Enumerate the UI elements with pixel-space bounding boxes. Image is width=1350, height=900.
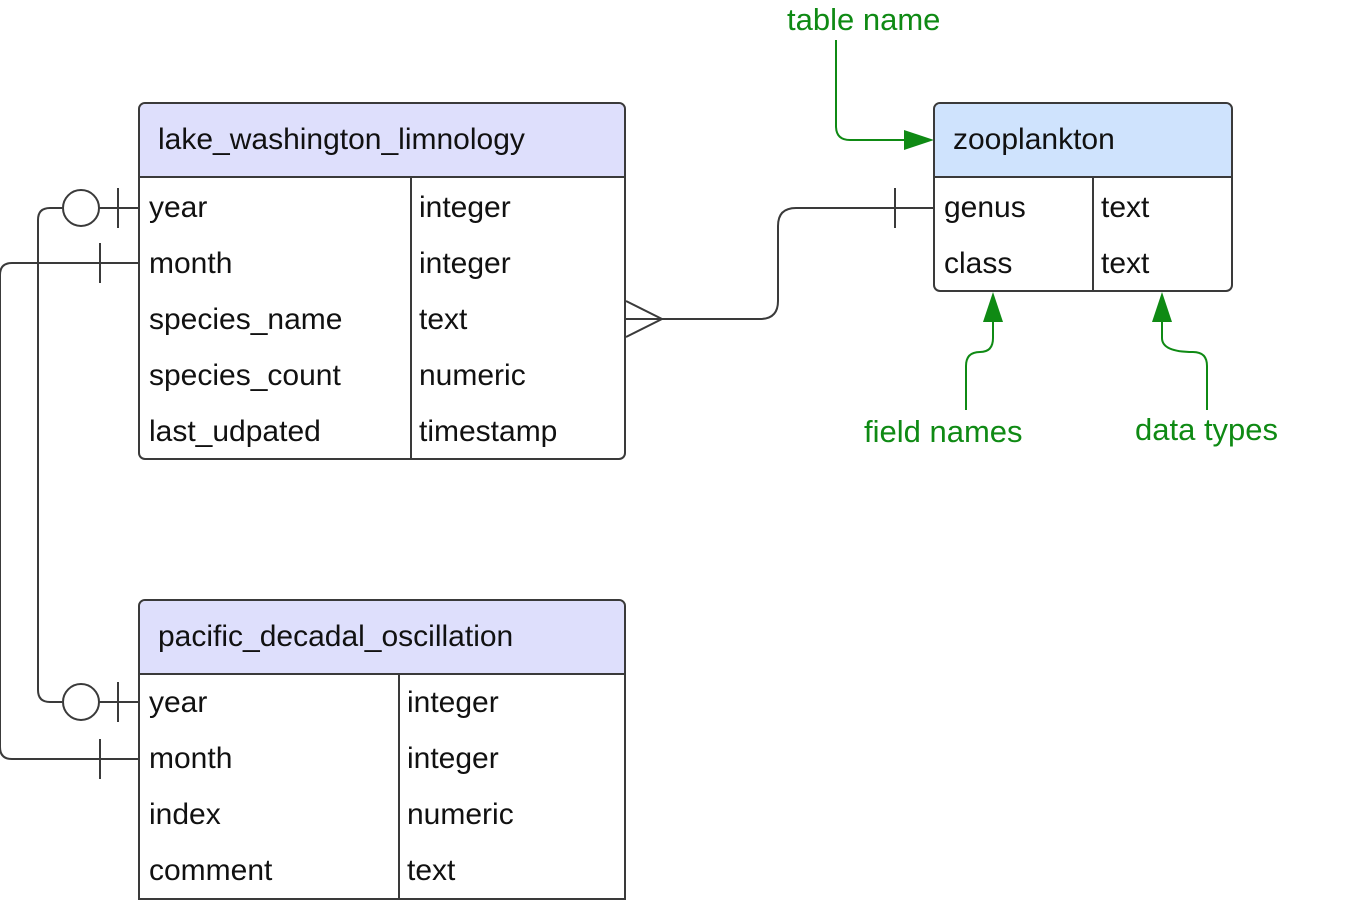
field-type: text bbox=[1101, 191, 1150, 224]
field-name: class bbox=[944, 247, 1013, 280]
field-type: text bbox=[407, 854, 456, 887]
field-type: text bbox=[1101, 247, 1150, 280]
zero-marker-lake-year bbox=[62, 189, 100, 227]
field-name: year bbox=[149, 191, 208, 224]
column-divider bbox=[410, 178, 412, 458]
column-divider bbox=[398, 675, 400, 898]
table-name-arrowhead bbox=[904, 130, 934, 150]
field-row: month integer bbox=[140, 731, 624, 787]
data-types-callout: data types bbox=[1135, 412, 1279, 447]
field-row: class text bbox=[935, 236, 1231, 290]
field-name: species_name bbox=[149, 303, 343, 336]
year-relationship-line bbox=[37, 207, 62, 703]
field-name: species_count bbox=[149, 359, 341, 392]
entity-body: year integer month integer species_name … bbox=[140, 178, 624, 458]
data-types-arrow-line bbox=[1161, 320, 1208, 410]
field-type: integer bbox=[419, 191, 511, 224]
field-row: genus text bbox=[935, 180, 1231, 236]
field-row: species_name text bbox=[140, 292, 624, 348]
field-name: month bbox=[149, 742, 233, 775]
field-names-arrow-line bbox=[965, 320, 994, 410]
field-type: integer bbox=[407, 742, 499, 775]
field-type: integer bbox=[407, 686, 499, 719]
field-type: integer bbox=[419, 247, 511, 280]
field-row: species_count numeric bbox=[140, 348, 624, 404]
table-name-arrow-line bbox=[835, 40, 906, 141]
entity-title: zooplankton bbox=[953, 123, 1115, 156]
field-name: year bbox=[149, 686, 208, 719]
field-names-arrowhead bbox=[983, 292, 1003, 322]
field-row: last_udpated timestamp bbox=[140, 404, 624, 458]
data-types-arrowhead bbox=[1152, 292, 1172, 322]
field-type: timestamp bbox=[419, 415, 558, 448]
field-names-callout: field names bbox=[864, 414, 1023, 449]
field-name: genus bbox=[944, 191, 1026, 224]
field-type: text bbox=[419, 303, 468, 336]
field-row: month integer bbox=[140, 236, 624, 292]
field-row: year integer bbox=[140, 180, 624, 236]
species-genus-line bbox=[626, 207, 934, 320]
entity-header: zooplankton bbox=[935, 104, 1231, 178]
field-type: numeric bbox=[407, 798, 514, 831]
field-row: comment text bbox=[140, 843, 624, 898]
entity-lake-washington-limnology[interactable]: lake_washington_limnology year integer m… bbox=[138, 102, 626, 460]
entity-pacific-decadal-oscillation[interactable]: pacific_decadal_oscillation year integer… bbox=[138, 599, 626, 900]
field-name: last_udpated bbox=[149, 415, 321, 448]
field-row: index numeric bbox=[140, 787, 624, 843]
entity-body: year integer month integer index numeric… bbox=[140, 675, 624, 898]
entity-header: pacific_decadal_oscillation bbox=[140, 601, 624, 675]
column-divider bbox=[1092, 178, 1094, 290]
field-name: comment bbox=[149, 854, 273, 887]
entity-body: genus text class text bbox=[935, 178, 1231, 290]
zero-marker-pdo-year bbox=[62, 683, 100, 721]
table-name-callout: table name bbox=[787, 2, 941, 37]
field-name: month bbox=[149, 247, 233, 280]
field-name: index bbox=[149, 798, 221, 831]
field-row: year integer bbox=[140, 675, 624, 731]
entity-header: lake_washington_limnology bbox=[140, 104, 624, 178]
field-type: numeric bbox=[419, 359, 526, 392]
entity-title: lake_washington_limnology bbox=[158, 123, 525, 156]
entity-zooplankton[interactable]: zooplankton genus text class text bbox=[933, 102, 1233, 292]
month-relationship-line bbox=[0, 262, 138, 760]
entity-title: pacific_decadal_oscillation bbox=[158, 620, 514, 653]
